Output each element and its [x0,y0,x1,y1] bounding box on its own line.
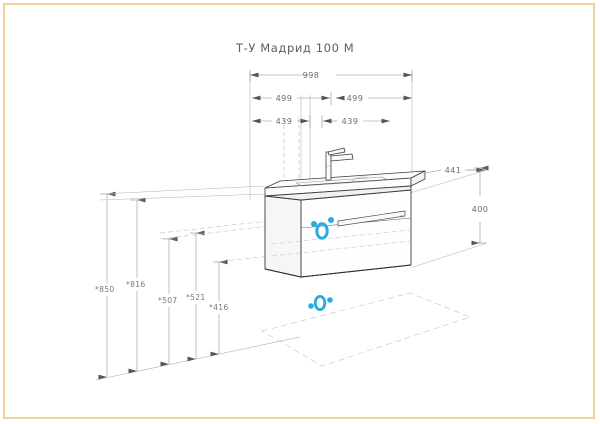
wall-mount-marker-group[interactable] [311,217,334,240]
left-vertical-dimension-lines [98,191,228,380]
dimension-inner-span-right: 439 [321,115,390,128]
dimension-half-width-right: 499 [336,93,412,103]
dimension-label-441: 441 [445,165,462,175]
dimension-label-507: *507 [158,296,178,305]
right-projection-leaders [409,169,488,269]
countertop-basin [264,170,426,197]
left-dimension-labels: *850 *816 *507 *521 *416 [95,280,229,312]
dimension-label-439-left: 439 [276,116,293,126]
dimension-label-998: 998 [303,70,320,80]
dimension-half-width-left: 499 [252,92,332,105]
dimension-overall-width: 998 [249,70,413,82]
dimension-label-499-right: 499 [347,93,364,103]
wall-mount-ring[interactable] [315,222,329,240]
floor-baseline [95,336,301,381]
dimension-body-height: 400 [471,165,489,246]
floor-mount-dot-left[interactable] [308,303,314,309]
floor-mount-marker-group[interactable] [308,294,333,311]
faucet-mixer [325,147,354,181]
wall-mount-dot-left[interactable] [311,221,317,227]
drawing-title: Т-У Мадрид 100 М [235,41,354,55]
dimension-label-850: *850 [95,285,115,294]
drawer-handle [337,210,406,227]
floor-mount-ring[interactable] [313,294,327,311]
dimension-label-439-right: 439 [342,116,359,126]
left-projection-leaders [99,185,273,263]
floor-projection-outline [261,292,471,367]
dimension-label-521: *521 [186,293,206,302]
vanity-cabinet-body [264,185,412,278]
dimension-label-416: *416 [209,303,229,312]
floor-mount-dot-right[interactable] [327,297,333,303]
dimension-label-499-left: 499 [276,93,293,103]
hidden-construction-lines [271,229,412,257]
wall-mount-dot-right[interactable] [328,217,334,223]
dimension-inner-span-left: 439 [252,115,311,128]
dimension-label-816: *816 [126,280,146,289]
dimension-label-400: 400 [472,204,489,214]
